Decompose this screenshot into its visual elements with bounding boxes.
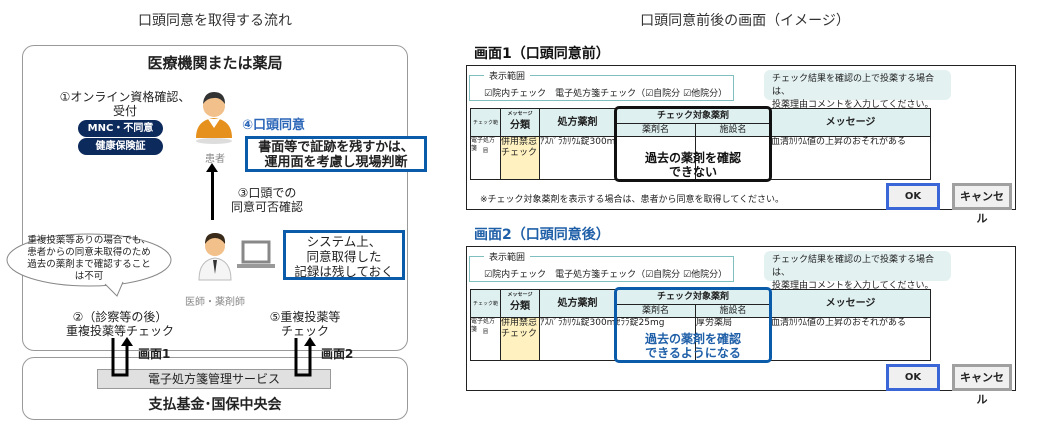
target-drug-highlight: [614, 287, 772, 363]
system-record-note: システム上、同意取得した記録は残しておく: [283, 230, 405, 280]
cell-check-range: 電子処方箋: [471, 137, 501, 180]
e-prescription-service: 電子処方箋管理サービス: [97, 369, 331, 389]
mnc-badge: MNC・不同意: [78, 120, 163, 137]
col-message: メッセージ: [771, 109, 931, 137]
col-drug-name: 薬剤名: [616, 305, 696, 318]
col-message-type: メッセージ分類: [501, 109, 540, 137]
screen-title: 画面2（口頭同意後）: [474, 227, 610, 243]
col-check-range: チェック範囲: [471, 290, 501, 335]
cell-check-range: 電子処方箋: [471, 318, 501, 361]
right-heading: 口頭同意前後の画面（イメージ）: [640, 13, 850, 29]
check-result-table: チェック範囲 メッセージ分類 処方薬剤 チェック対象薬剤 薬剤名 施設名 メッセ…: [470, 289, 931, 361]
screen1-flow-arrow: [111, 337, 133, 377]
speech-bubble: 重複投薬等ありの場合でも、患者からの同意未取得のため過去の薬剤まで確認することは…: [5, 232, 173, 297]
evidence-note: 書面等で証跡を残すかは、運用面を考慮し現場判断: [245, 136, 427, 172]
laptop-icon: [236, 240, 276, 272]
cell-message-type: 併用禁忌チェック: [501, 137, 540, 180]
org-label: 支払基金･国保中央会: [148, 397, 282, 413]
screen2-flow-label: 画面2: [321, 347, 354, 361]
step1-label: ①オンライン資格確認、受付: [59, 90, 191, 118]
display-range-label: 表示範囲: [484, 250, 531, 263]
cell-message: 血清ｶﾘｳﾑ値の上昇のおそれがある: [771, 137, 931, 180]
patient-label: 患者: [205, 154, 225, 165]
display-range-options[interactable]: ☑院内チェック 電子処方箋チェック（☑自院分 ☑他院分）: [484, 270, 728, 280]
step3-label: ③口頭での同意可否確認: [230, 186, 303, 214]
insurance-card-badge: 健康保険証: [78, 138, 163, 155]
col-prescribed-drug: 処方薬剤: [540, 109, 616, 137]
cell-message-type: 併用禁忌チェック: [501, 318, 540, 361]
step5-label: ⑤重複投薬等チェック: [269, 310, 341, 338]
screen2-mockup: 画面2（口頭同意後） 表示範囲 ☑院内チェック 電子処方箋チェック（☑自院分 ☑…: [0, 221, 1050, 411]
arrow-head-icon: [206, 163, 218, 172]
step4-label: ④口頭同意: [242, 118, 306, 133]
doctor-icon: [195, 228, 235, 286]
target-drug-highlight: [614, 106, 772, 182]
col-message: メッセージ: [771, 290, 931, 318]
display-range-options[interactable]: ☑院内チェック 電子処方箋チェック（☑自院分 ☑他院分）: [484, 89, 728, 99]
screen1-mockup: 画面1（口頭同意前） 表示範囲 ☑院内チェック 電子処方箋チェック（☑自院分 ☑…: [0, 40, 1050, 230]
col-drug-name: 薬剤名: [616, 124, 696, 137]
doctor-label: 医師・薬剤師: [185, 297, 245, 308]
left-heading: 口頭同意を取得する流れ: [138, 13, 292, 29]
cell-message: 血清ｶﾘｳﾑ値の上昇のおそれがある: [771, 318, 931, 361]
instruction-message: チェック結果を確認の上で投薬する場合は、投薬理由コメントを入力してください。: [764, 70, 951, 110]
consent-footnote: ※チェック対象薬剤を表示する場合は、患者から同意を取得してください。: [480, 195, 785, 205]
instruction-message: チェック結果を確認の上で投薬する場合は、投薬理由コメントを入力してください。: [764, 251, 951, 291]
target-drug-overlay-text: 過去の薬剤を確認できるようになる: [644, 332, 741, 360]
step2-label: ②（診察等の後）重複投薬等チェック: [65, 310, 174, 338]
cancel-button[interactable]: キャンセル: [952, 183, 1012, 225]
cancel-button[interactable]: キャンセル: [952, 364, 1012, 406]
cell-prescribed-drug: ｱｽﾊﾟﾗｶﾘｳﾑ錠300mg: [540, 318, 616, 361]
col-check-range: チェック範囲: [471, 109, 501, 154]
col-prescribed-drug: 処方薬剤: [540, 290, 616, 318]
display-range-group: 表示範囲 ☑院内チェック 電子処方箋チェック（☑自院分 ☑他院分）: [469, 69, 734, 101]
screen-title: 画面1（口頭同意前）: [474, 46, 610, 62]
ok-button[interactable]: OK: [886, 364, 940, 391]
screen2-flow-arrow: [294, 337, 316, 377]
ok-button[interactable]: OK: [886, 183, 940, 210]
col-message-type: メッセージ分類: [501, 290, 540, 318]
screen1-flow-label: 画面1: [138, 347, 171, 361]
display-range-label: 表示範囲: [484, 69, 531, 82]
facility-title: 医療機関または薬局: [147, 54, 283, 72]
display-range-group: 表示範囲 ☑院内チェック 電子処方箋チェック（☑自院分 ☑他院分）: [469, 250, 734, 282]
arrow-up-to-patient: [211, 168, 214, 220]
patient-icon: [192, 86, 236, 144]
cell-prescribed-drug: ｱｽﾊﾟﾗｶﾘｳﾑ錠300mg: [540, 137, 616, 180]
target-drug-overlay-text: 過去の薬剤を確認できない: [644, 151, 741, 179]
